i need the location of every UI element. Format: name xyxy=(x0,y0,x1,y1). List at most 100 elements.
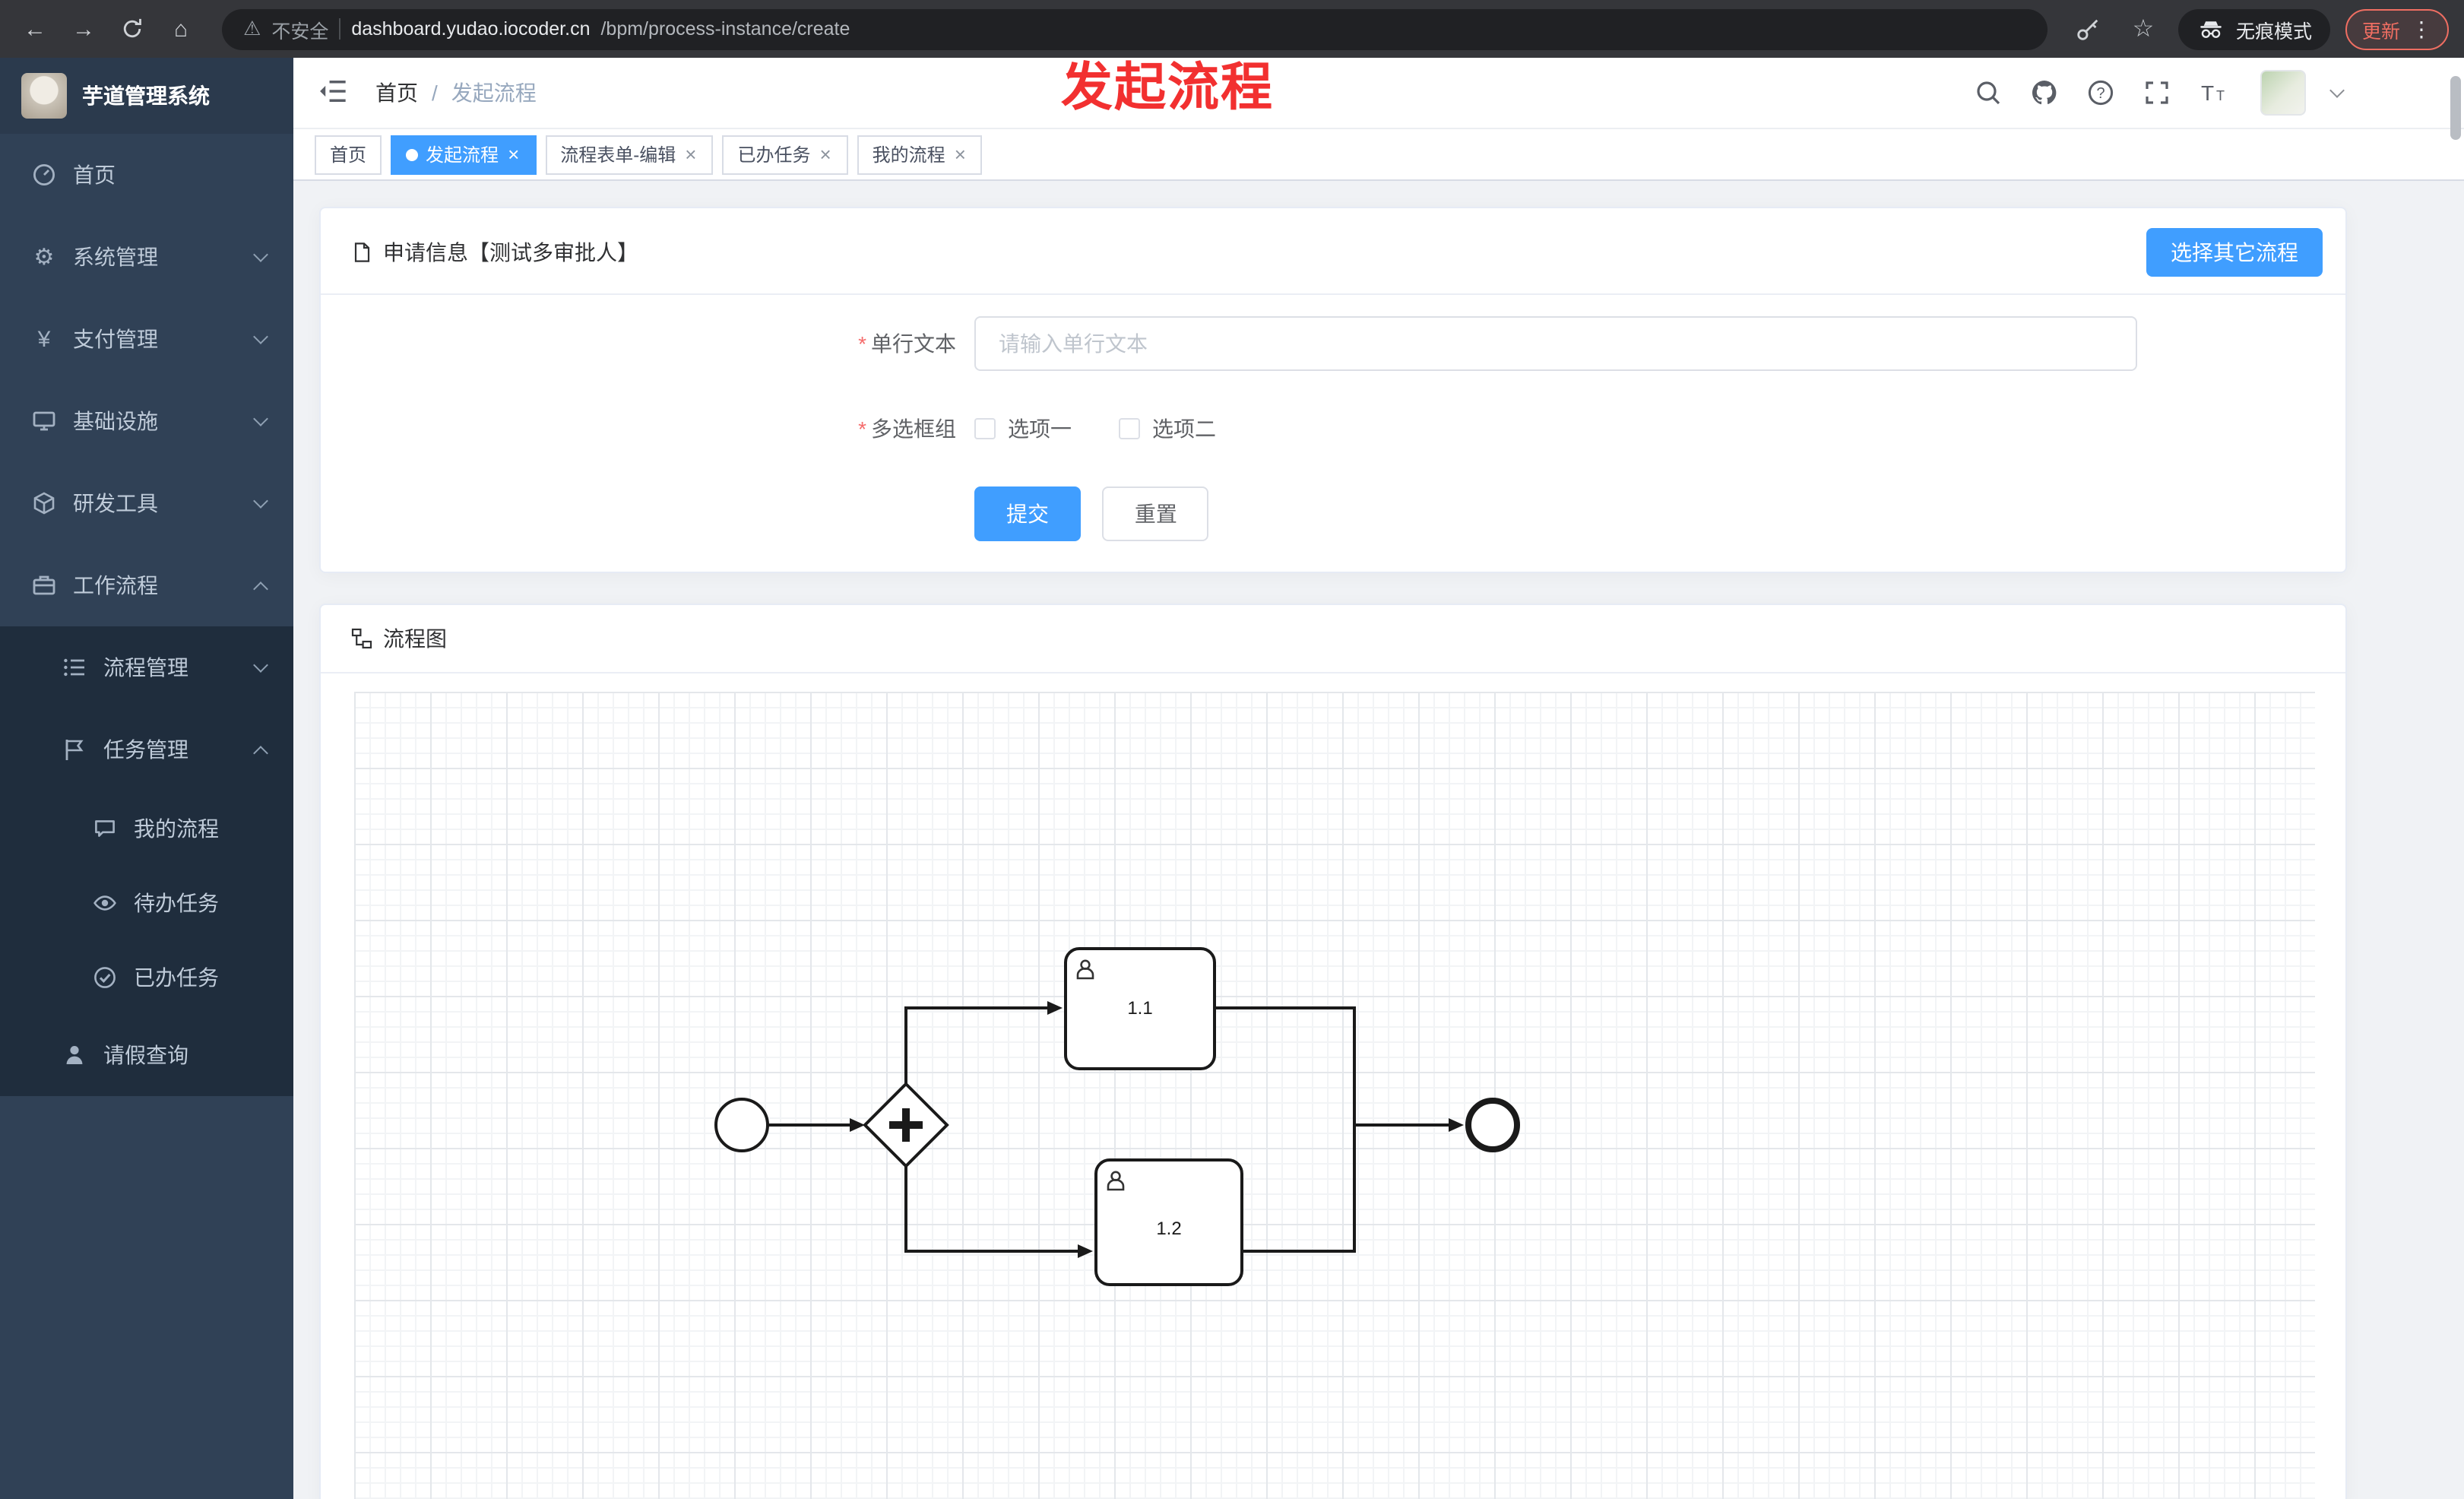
sidebar-item-label: 我的流程 xyxy=(134,816,219,840)
task-label: 1.1 xyxy=(1127,998,1152,1019)
sidebar-item-label: 研发工具 xyxy=(73,491,158,515)
user-task-icon xyxy=(1076,959,1094,980)
github-button[interactable] xyxy=(2029,78,2060,108)
bookmark-star-button[interactable]: ☆ xyxy=(2124,9,2163,49)
plus-icon xyxy=(889,1108,923,1142)
sidebar-item-label: 基础设施 xyxy=(73,409,158,433)
sidebar: 芋道管理系统 首页 ⚙ 系统管理 ¥ 支付管理 基础设施 xyxy=(0,58,293,1499)
list-icon xyxy=(61,655,88,680)
bpmn-end-event[interactable] xyxy=(1465,1098,1520,1152)
sidebar-item-leave-query[interactable]: 请假查询 xyxy=(0,1014,293,1096)
page-content: 申请信息【测试多审批人】 选择其它流程 *单行文本 xyxy=(293,181,2464,1499)
help-button[interactable]: ? xyxy=(2086,78,2116,108)
star-icon: ☆ xyxy=(2132,17,2155,43)
reset-button[interactable]: 重置 xyxy=(1102,486,1209,541)
checkbox-box[interactable] xyxy=(974,418,996,439)
fold-icon xyxy=(320,81,346,102)
single-line-text-input[interactable] xyxy=(974,316,2137,371)
app-title: 芋道管理系统 xyxy=(82,84,210,108)
incognito-badge: 无痕模式 xyxy=(2177,8,2330,49)
close-icon[interactable]: × xyxy=(685,143,697,166)
bpmn-start-event[interactable] xyxy=(714,1098,769,1152)
forward-icon: → xyxy=(72,16,95,42)
close-icon[interactable]: × xyxy=(819,143,831,166)
gear-icon: ⚙ xyxy=(33,245,55,271)
chevron-up-icon xyxy=(253,581,268,596)
close-icon[interactable]: × xyxy=(954,143,966,166)
user-avatar[interactable] xyxy=(2260,70,2306,116)
svg-text:?: ? xyxy=(2096,85,2105,102)
form-body: *单行文本 *多选框组 xyxy=(321,295,2345,572)
fullscreen-button[interactable] xyxy=(2142,78,2172,108)
update-label: 更新 xyxy=(2361,21,2400,42)
browser-forward-button[interactable]: → xyxy=(64,9,103,49)
sidebar-item-process-management[interactable]: 流程管理 xyxy=(0,626,293,708)
sidebar-item-my-processes[interactable]: 我的流程 xyxy=(0,791,293,865)
arrowhead-icon xyxy=(850,1118,865,1132)
arrowhead-icon xyxy=(1047,1001,1063,1015)
address-bar[interactable]: ⚠ 不安全 dashboard.yudao.iocoder.cn /bpm/pr… xyxy=(222,8,2048,49)
close-icon[interactable]: × xyxy=(508,143,520,166)
browser-update-button[interactable]: 更新 ⋮ xyxy=(2345,8,2449,49)
bpmn-canvas[interactable]: 1.1 1.2 xyxy=(354,692,2315,1499)
sidebar-fold-button[interactable] xyxy=(318,76,351,109)
sidebar-item-label: 支付管理 xyxy=(73,327,158,351)
checkbox-option-2[interactable]: 选项二 xyxy=(1119,414,1216,444)
sidebar-logo[interactable]: 芋道管理系统 xyxy=(0,58,293,134)
breadcrumb-home[interactable]: 首页 xyxy=(375,81,418,105)
breadcrumb: 首页 / 发起流程 xyxy=(375,78,537,108)
password-key-button[interactable] xyxy=(2069,9,2108,49)
checkbox-option-1[interactable]: 选项一 xyxy=(974,414,1072,444)
sidebar-item-system-management[interactable]: ⚙ 系统管理 xyxy=(0,216,293,298)
tab-label: 首页 xyxy=(330,144,367,166)
tab-done-tasks[interactable]: 已办任务 × xyxy=(722,135,848,174)
sidebar-item-label: 已办任务 xyxy=(134,965,219,989)
flag-icon xyxy=(61,737,88,762)
required-asterisk: * xyxy=(858,331,866,356)
chevron-down-icon xyxy=(253,493,268,509)
browser-home-button[interactable]: ⌂ xyxy=(161,9,201,49)
browser-refresh-button[interactable] xyxy=(112,9,152,49)
breadcrumb-separator: / xyxy=(432,81,438,105)
sidebar-item-workflow[interactable]: 工作流程 xyxy=(0,544,293,626)
browser-back-button[interactable]: ← xyxy=(15,9,55,49)
sidebar-item-todo-tasks[interactable]: 待办任务 xyxy=(0,865,293,940)
search-icon xyxy=(1977,81,2000,105)
sidebar-item-label: 首页 xyxy=(73,163,116,187)
tab-home[interactable]: 首页 xyxy=(315,135,382,174)
document-icon xyxy=(351,241,374,264)
sidebar-item-payment-management[interactable]: ¥ 支付管理 xyxy=(0,298,293,380)
card-title: 流程图 xyxy=(383,626,447,651)
back-icon: ← xyxy=(24,16,46,42)
avatar-caret-icon[interactable] xyxy=(2329,83,2345,98)
sidebar-item-done-tasks[interactable]: 已办任务 xyxy=(0,940,293,1014)
submit-button[interactable]: 提交 xyxy=(974,486,1081,541)
tab-process-form-edit[interactable]: 流程表单-编辑 × xyxy=(545,135,714,174)
checkbox-box[interactable] xyxy=(1119,418,1140,439)
user-task-icon xyxy=(1107,1171,1125,1191)
tab-initiate-process[interactable]: 发起流程 × xyxy=(391,135,537,174)
tab-my-processes[interactable]: 我的流程 × xyxy=(857,135,983,174)
sidebar-item-label: 流程管理 xyxy=(103,655,188,680)
tab-label: 流程表单-编辑 xyxy=(560,144,676,166)
github-icon xyxy=(2032,81,2057,105)
search-button[interactable] xyxy=(1973,78,2003,108)
sidebar-item-label: 任务管理 xyxy=(103,737,188,762)
choose-other-process-button[interactable]: 选择其它流程 xyxy=(2146,228,2323,277)
sidebar-item-task-management[interactable]: 任务管理 xyxy=(0,708,293,791)
menu-dots-icon: ⋮ xyxy=(2411,16,2432,40)
yen-icon: ¥ xyxy=(37,326,51,352)
home-icon: ⌂ xyxy=(173,16,188,42)
sidebar-item-dev-tools[interactable]: 研发工具 xyxy=(0,462,293,544)
bpmn-user-task-1-2[interactable] xyxy=(1094,1158,1243,1286)
cube-icon xyxy=(30,491,58,515)
sidebar-item-home[interactable]: 首页 xyxy=(0,134,293,216)
active-dot-icon xyxy=(406,148,419,160)
vertical-scrollbar[interactable] xyxy=(2450,76,2461,140)
eye-icon xyxy=(91,890,119,914)
sidebar-item-infrastructure[interactable]: 基础设施 xyxy=(0,380,293,462)
breadcrumb-current: 发起流程 xyxy=(451,81,537,105)
workflow-submenu: 流程管理 任务管理 我的流程 待办任务 xyxy=(0,626,293,1096)
